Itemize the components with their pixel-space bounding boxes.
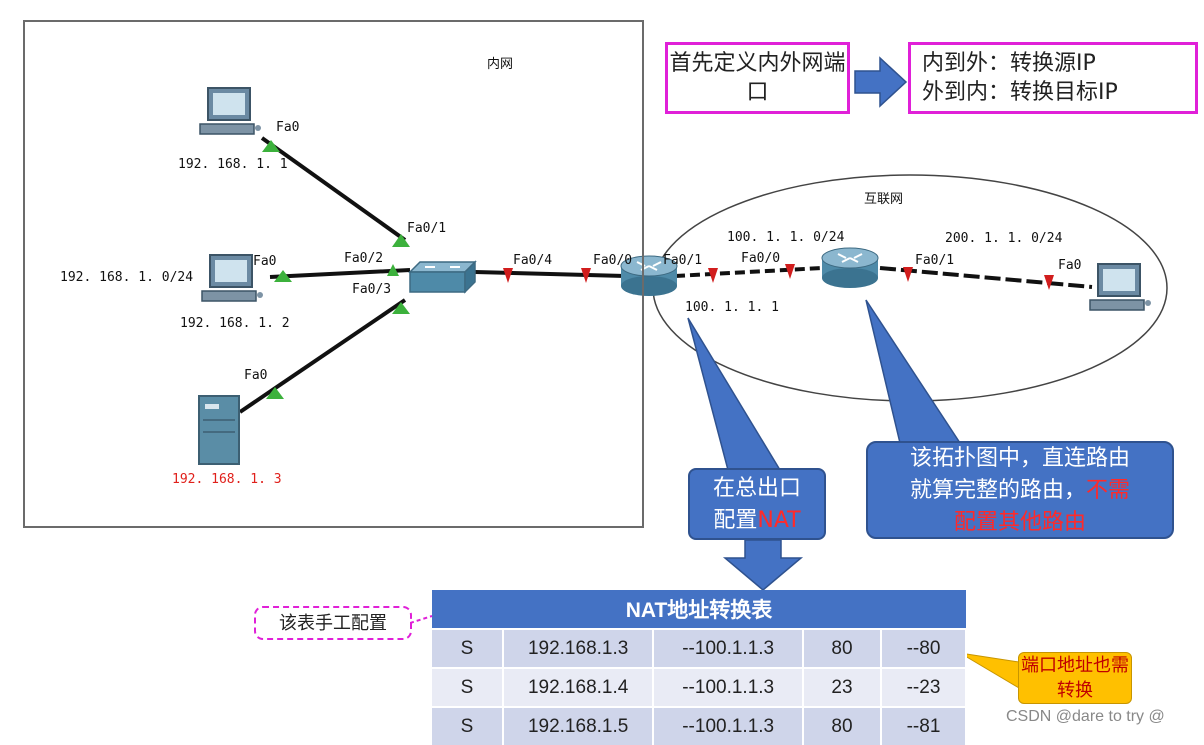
port-callout-tail xyxy=(959,652,1020,689)
direct-route-highlight1: 不需 xyxy=(1086,478,1131,503)
table-row: S 192.168.1.5 --100.1.1.3 80 --81 xyxy=(432,706,968,745)
nat-exit-highlight: NAT xyxy=(757,508,801,533)
watermark: CSDN @dare to try @ xyxy=(1006,708,1165,725)
pc3-port-label: Fa0 xyxy=(1058,258,1082,273)
define-ports-text: 首先定义内外网端口 xyxy=(669,51,846,105)
server-ip-label: 192. 168. 1. 3 xyxy=(172,472,282,487)
nat-bubble-tail xyxy=(687,317,782,471)
arrow-right-icon xyxy=(854,56,908,108)
cable-pc2-switch xyxy=(269,268,411,279)
translation-direction-note: 内到外：转换源IP 外到内：转换目标IP xyxy=(908,42,1198,114)
arrow-down-icon xyxy=(722,539,804,591)
manual-label-connector xyxy=(410,615,433,624)
route-bubble-tail xyxy=(865,299,962,444)
link-light-green xyxy=(392,234,410,247)
cable-pc1-switch xyxy=(260,136,407,242)
link-light-red xyxy=(503,268,513,283)
direct-route-bubble: 该拓扑图中，直连路由 就算完整的路由，不需 配置其他路由 xyxy=(866,441,1174,539)
direct-route-highlight2: 配置其他路由 xyxy=(953,510,1086,535)
cable-router1-router2 xyxy=(674,266,823,278)
direct-route-line2: 就算完整的路由， xyxy=(909,478,1086,503)
switch-icon[interactable] xyxy=(408,260,477,294)
manual-config-label: 该表手工配置 xyxy=(254,606,412,640)
nat-table-title: NAT地址转换表 xyxy=(432,590,966,629)
outside-port-cell: --80 xyxy=(880,628,968,668)
link-light-green xyxy=(274,270,292,282)
inside-ip-cell: 192.168.1.5 xyxy=(502,706,655,745)
nat-exit-bubble: 在总出口 配置NAT xyxy=(688,468,826,540)
nat-exit-line2: 配置 xyxy=(713,508,758,533)
server-port-label: Fa0 xyxy=(244,368,268,383)
link-light-red xyxy=(785,264,795,279)
link-light-green xyxy=(387,264,399,276)
pc2-port-label: Fa0 xyxy=(253,254,277,269)
direct-route-line1: 该拓扑图中，直连路由 xyxy=(909,446,1130,471)
switch-fa04-label: Fa0/4 xyxy=(513,253,553,268)
router1-fa00-label: Fa0/0 xyxy=(593,253,633,268)
cable-router2-pc3 xyxy=(879,266,1093,289)
link-light-green xyxy=(262,140,280,152)
router2-fa01-label: Fa0/1 xyxy=(915,253,955,268)
switch-fa03-label: Fa0/3 xyxy=(352,282,392,297)
lan-subnet-label: 192. 168. 1. 0/24 xyxy=(60,270,194,285)
outside-port-cell: --81 xyxy=(880,706,968,745)
define-ports-note: 首先定义内外网端口 xyxy=(665,42,850,114)
pc1-computer-icon[interactable] xyxy=(199,87,261,135)
pc1-ip-label: 192. 168. 1. 1 xyxy=(178,157,288,172)
outside-ip-cell: --100.1.1.3 xyxy=(653,628,804,668)
pc2-computer-icon[interactable] xyxy=(201,254,263,302)
table-row: S 192.168.1.3 --100.1.1.3 80 --80 xyxy=(432,628,968,668)
nat-type-cell: S xyxy=(432,706,504,745)
out-to-in-text: 外到内：转换目标IP xyxy=(922,80,1118,105)
switch-fa02-label: Fa0/2 xyxy=(344,251,384,266)
port-convert-callout: 端口地址也需转换 xyxy=(1018,652,1132,704)
link-light-red xyxy=(903,267,913,282)
intranet-label: 内网 xyxy=(487,57,514,72)
pc1-port-label: Fa0 xyxy=(276,120,300,135)
pc2-ip-label: 192. 168. 1. 2 xyxy=(180,316,290,331)
nat-type-cell: S xyxy=(432,667,504,707)
pc3-computer-icon[interactable] xyxy=(1089,263,1151,311)
table-row: S 192.168.1.4 --100.1.1.3 23 --23 xyxy=(432,667,968,707)
link-light-red xyxy=(708,268,718,283)
router2-fa00-label: Fa0/0 xyxy=(741,251,781,266)
outside-port-cell: --23 xyxy=(880,667,968,707)
nat-translation-table: NAT地址转换表 S 192.168.1.3 --100.1.1.3 80 --… xyxy=(432,590,968,745)
inside-port-cell: 80 xyxy=(802,706,882,745)
wan-net1-label: 100. 1. 1. 0/24 xyxy=(727,230,845,245)
router1-icon[interactable] xyxy=(620,255,678,296)
inside-ip-cell: 192.168.1.4 xyxy=(502,667,655,707)
server-icon[interactable] xyxy=(198,395,240,465)
internet-label: 互联网 xyxy=(864,192,904,207)
inside-port-cell: 80 xyxy=(802,628,882,668)
router1-fa01-label: Fa0/1 xyxy=(663,253,703,268)
intranet-boundary xyxy=(23,20,644,528)
inside-port-cell: 23 xyxy=(802,667,882,707)
link-light-red xyxy=(1044,275,1054,290)
inside-ip-cell: 192.168.1.3 xyxy=(502,628,655,668)
outside-ip-cell: --100.1.1.3 xyxy=(653,667,804,707)
switch-fa01-label: Fa0/1 xyxy=(407,221,447,236)
router2-icon[interactable] xyxy=(821,247,879,288)
link-light-green xyxy=(392,302,410,314)
cable-server-switch xyxy=(238,298,407,414)
outside-ip-cell: --100.1.1.3 xyxy=(653,706,804,745)
nat-exit-line1: 在总出口 xyxy=(712,476,801,501)
cable-switch-router1 xyxy=(474,270,626,278)
link-light-red xyxy=(581,268,591,283)
in-to-out-text: 内到外：转换源IP xyxy=(922,51,1096,76)
link-light-green xyxy=(266,387,284,399)
wan-net2-label: 200. 1. 1. 0/24 xyxy=(945,231,1063,246)
nat-type-cell: S xyxy=(432,628,504,668)
router1-ip-label: 100. 1. 1. 1 xyxy=(685,300,779,315)
